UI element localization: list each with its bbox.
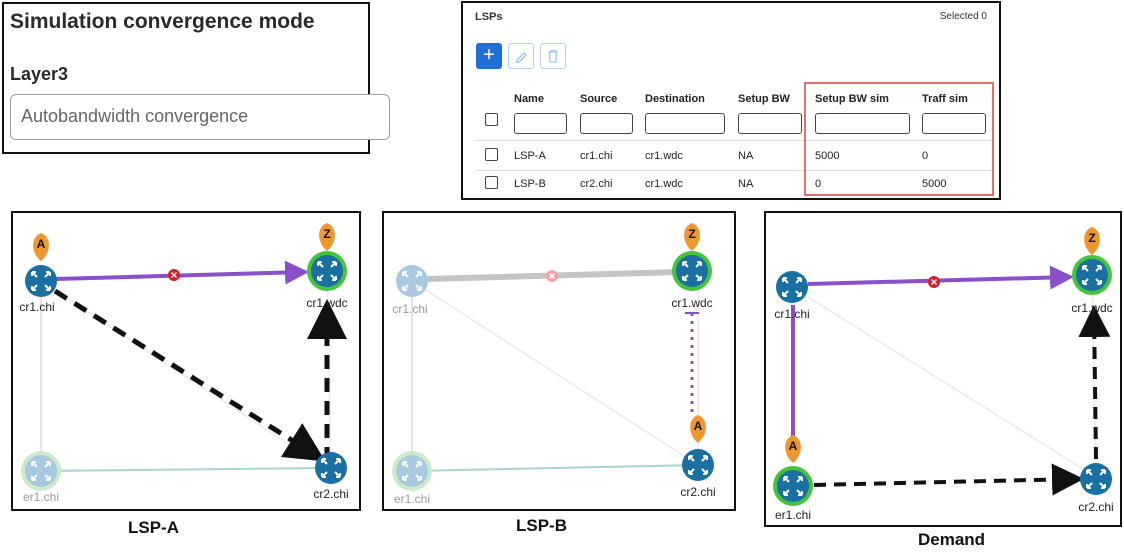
settings-title: Simulation convergence mode	[10, 10, 315, 33]
cell-source: cr1.chi	[580, 150, 613, 162]
filter-source-input[interactable]	[580, 113, 633, 134]
router-icon[interactable]	[25, 455, 57, 487]
node-label-cr2-chi: cr2.chi	[680, 485, 715, 499]
node-label-cr1-wdc: cr1.wdc	[1071, 301, 1112, 315]
router-icon[interactable]	[25, 265, 57, 297]
demand-path-line	[813, 463, 1084, 496]
demand-path-line	[53, 288, 326, 462]
a-marker-pin	[33, 233, 49, 261]
cell-traff-sim: 0	[922, 150, 929, 162]
column-header-destination[interactable]: Destination	[645, 93, 705, 105]
plus-icon: +	[483, 44, 495, 66]
router-icon[interactable]	[1080, 463, 1112, 495]
row-divider	[475, 170, 993, 171]
row-checkbox[interactable]	[485, 176, 498, 189]
filter-setup-bw-input[interactable]	[738, 113, 802, 134]
router-icon[interactable]	[777, 470, 809, 502]
a-marker-pin	[690, 415, 706, 443]
cell-setup-bw: NA	[738, 150, 754, 162]
topology-diagram-demand: Z A cr1.chi cr1.wdc cr2.chi er1.chi	[764, 211, 1122, 527]
cell-setup-bw: NA	[738, 178, 754, 190]
link-line	[40, 280, 326, 469]
lsp-table-panel: LSPs Selected 0 + Name Source Destinatio…	[461, 1, 1001, 200]
filter-name-input[interactable]	[514, 113, 567, 134]
lsp-panel-title: LSPs	[475, 11, 503, 23]
z-marker-pin	[1084, 227, 1100, 255]
cell-destination: cr1.wdc	[645, 178, 683, 190]
column-header-name[interactable]: Name	[514, 93, 544, 105]
router-icon[interactable]	[676, 255, 708, 287]
diagram-caption-lsp-a: LSP-A	[128, 518, 179, 537]
demand-path-line	[1078, 305, 1111, 460]
column-header-source[interactable]: Source	[580, 93, 618, 105]
topology-canvas: A Z cr1.chi cr1.wdc cr2.chi er1.chi	[19, 223, 349, 504]
sim-columns-highlight	[804, 82, 994, 196]
cell-name: LSP-B	[514, 178, 546, 190]
convergence-mode-select[interactable]: Autobandwidth convergence	[10, 94, 390, 140]
add-lsp-button[interactable]: +	[476, 43, 502, 69]
node-label-cr2-chi: cr2.chi	[313, 487, 348, 501]
node-label-cr2-chi: cr2.chi	[1078, 500, 1113, 514]
diagram-caption-lsp-b: LSP-B	[516, 516, 567, 535]
cell-traff-sim: 5000	[922, 178, 947, 190]
router-icon[interactable]	[682, 449, 714, 481]
z-marker-pin	[319, 223, 335, 251]
trash-icon	[548, 49, 558, 63]
lsp-path-line	[54, 260, 309, 285]
selected-count: Selected 0	[939, 11, 987, 22]
delete-lsp-button[interactable]	[540, 43, 566, 69]
filter-setup-bw-sim-input[interactable]	[815, 113, 910, 134]
topology-canvas: Z A cr1.chi cr1.wdc cr2.chi er1.chi	[773, 227, 1114, 522]
filter-traff-sim-input[interactable]	[922, 113, 986, 134]
select-all-checkbox[interactable]	[485, 113, 498, 126]
router-icon[interactable]	[315, 452, 347, 484]
node-label-er1-chi: er1.chi	[23, 490, 59, 504]
column-header-setup-bw-sim[interactable]: Setup BW sim	[815, 93, 889, 105]
node-label-er1-chi: er1.chi	[394, 492, 430, 506]
router-icon[interactable]	[396, 455, 428, 487]
z-marker-label: Z	[323, 227, 330, 241]
router-icon[interactable]	[311, 255, 343, 287]
link-line	[411, 464, 699, 472]
router-icon[interactable]	[776, 271, 808, 303]
a-marker-label: A	[694, 419, 703, 433]
filter-destination-input[interactable]	[645, 113, 725, 134]
z-marker-label: Z	[1088, 231, 1095, 245]
cell-source: cr2.chi	[580, 178, 613, 190]
z-marker-pin	[684, 223, 700, 251]
node-label-cr1-chi: cr1.chi	[392, 302, 427, 316]
node-label-cr1-chi: cr1.chi	[774, 307, 809, 321]
router-icon[interactable]	[396, 265, 428, 297]
pencil-icon	[515, 52, 527, 64]
layer-label: Layer3	[10, 64, 69, 84]
diagram-caption-demand: Demand	[918, 530, 986, 549]
z-marker-label: Z	[688, 227, 695, 241]
cell-destination: cr1.wdc	[645, 150, 683, 162]
router-icon[interactable]	[1076, 259, 1108, 291]
row-divider	[475, 140, 993, 141]
link-line	[791, 286, 1097, 478]
a-marker-label: A	[37, 237, 46, 251]
cell-name: LSP-A	[514, 150, 546, 162]
row-checkbox[interactable]	[485, 148, 498, 161]
cell-setup-bw-sim: 5000	[815, 150, 840, 162]
cell-setup-bw-sim: 0	[815, 178, 822, 190]
node-label-cr1-wdc: cr1.wdc	[671, 296, 712, 310]
node-label-er1-chi: er1.chi	[775, 508, 811, 522]
edit-lsp-button[interactable]	[508, 43, 534, 69]
column-header-setup-bw[interactable]: Setup BW	[738, 93, 790, 105]
link-line	[40, 467, 332, 472]
a-marker-pin	[785, 435, 801, 463]
node-label-cr1-wdc: cr1.wdc	[306, 296, 347, 310]
node-label-cr1-chi: cr1.chi	[19, 300, 54, 314]
link-line	[411, 280, 699, 466]
topology-canvas: Z A cr1.chi cr1.wdc cr2.chi er1.chi	[392, 223, 716, 506]
convergence-settings-panel: Simulation convergence mode Layer3 Autob…	[2, 2, 390, 154]
a-marker-label: A	[789, 439, 798, 453]
column-header-traff-sim[interactable]: Traff sim	[922, 93, 968, 105]
topology-diagram-lsp-a: A Z cr1.chi cr1.wdc cr2.chi er1.chi	[11, 211, 361, 511]
topology-diagram-lsp-b: Z A cr1.chi cr1.wdc cr2.chi er1.chi	[382, 211, 736, 511]
